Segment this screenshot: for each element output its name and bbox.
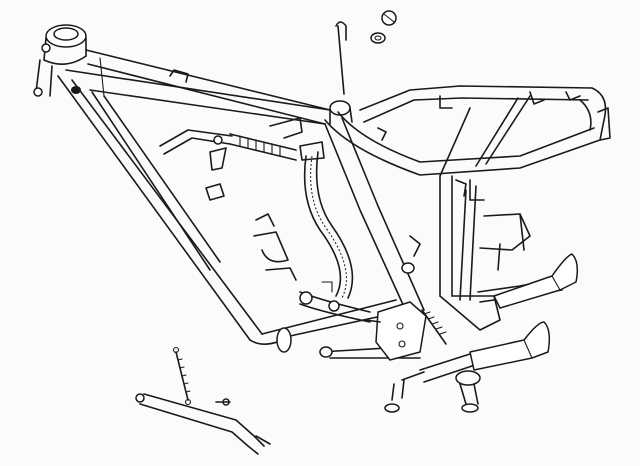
- brake-rod: [159, 129, 233, 171]
- centre-spring: [229, 117, 303, 161]
- seat-tube: [324, 100, 425, 321]
- brake-pedal: [384, 353, 481, 413]
- engine-plate: [365, 301, 427, 361]
- down-tube: [57, 75, 263, 341]
- side-stand: [135, 393, 271, 455]
- oil-pipe: [299, 141, 371, 323]
- rear-spring: [421, 309, 447, 345]
- footrest-lower: [469, 321, 551, 371]
- steering-head: [33, 24, 87, 97]
- footrest-upper: [493, 253, 579, 309]
- top-tube: [65, 49, 331, 125]
- downtube-brackets: [205, 183, 297, 281]
- stand-spring: [172, 346, 192, 406]
- rear-subframe: [324, 85, 611, 201]
- dipstick: [335, 21, 347, 95]
- oil-filler-cap: [370, 10, 397, 44]
